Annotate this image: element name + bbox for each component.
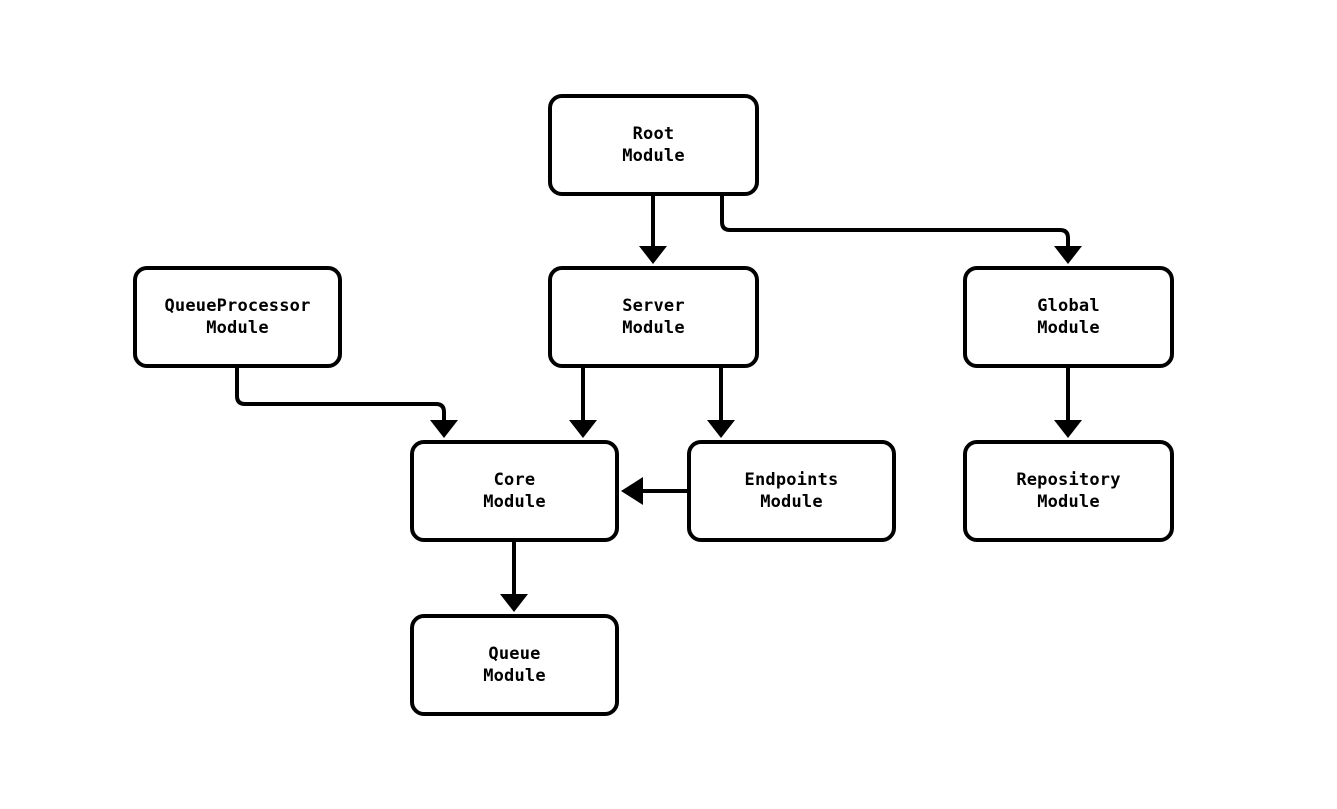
- node-repository-module-line2: Module: [1037, 492, 1100, 512]
- edge-queueprocessor-to-core: [235, 368, 446, 426]
- arrowhead-global-to-repository: [1054, 420, 1082, 438]
- node-endpoints-module-line2: Module: [760, 492, 823, 512]
- arrowhead-server-to-endpoints: [707, 420, 735, 438]
- node-queue-module[interactable]: Queue Module: [410, 614, 619, 716]
- arrowhead-server-to-core: [569, 420, 597, 438]
- node-core-module-line2: Module: [483, 492, 546, 512]
- arrowhead-endpoints-to-core: [621, 477, 643, 505]
- node-global-module-line1: Global: [1037, 296, 1100, 316]
- node-core-module-line1: Core: [493, 470, 536, 490]
- node-repository-module[interactable]: Repository Module: [963, 440, 1174, 542]
- node-queueprocessor-module-line2: Module: [206, 318, 269, 338]
- node-global-module-line2: Module: [1037, 318, 1100, 338]
- node-repository-module-line1: Repository: [1016, 470, 1121, 490]
- node-server-module-line1: Server: [622, 296, 685, 316]
- arrowhead-root-to-global: [1054, 246, 1082, 264]
- node-queue-module-line1: Queue: [488, 644, 541, 664]
- arrowhead-queueprocessor-to-core: [430, 420, 458, 438]
- arrowhead-core-to-queue: [500, 594, 528, 612]
- node-server-module-line2: Module: [622, 318, 685, 338]
- node-server-module[interactable]: Server Module: [548, 266, 759, 368]
- arrowhead-root-to-server: [639, 246, 667, 264]
- node-queueprocessor-module[interactable]: QueueProcessor Module: [133, 266, 342, 368]
- node-root-module[interactable]: Root Module: [548, 94, 759, 196]
- node-queue-module-line2: Module: [483, 666, 546, 686]
- node-queueprocessor-module-line1: QueueProcessor: [164, 296, 311, 316]
- node-endpoints-module[interactable]: Endpoints Module: [687, 440, 896, 542]
- node-endpoints-module-line1: Endpoints: [744, 470, 839, 490]
- node-core-module[interactable]: Core Module: [410, 440, 619, 542]
- edge-root-to-global: [720, 196, 1070, 252]
- node-global-module[interactable]: Global Module: [963, 266, 1174, 368]
- node-root-module-line2: Module: [622, 146, 685, 166]
- node-root-module-line1: Root: [632, 124, 675, 144]
